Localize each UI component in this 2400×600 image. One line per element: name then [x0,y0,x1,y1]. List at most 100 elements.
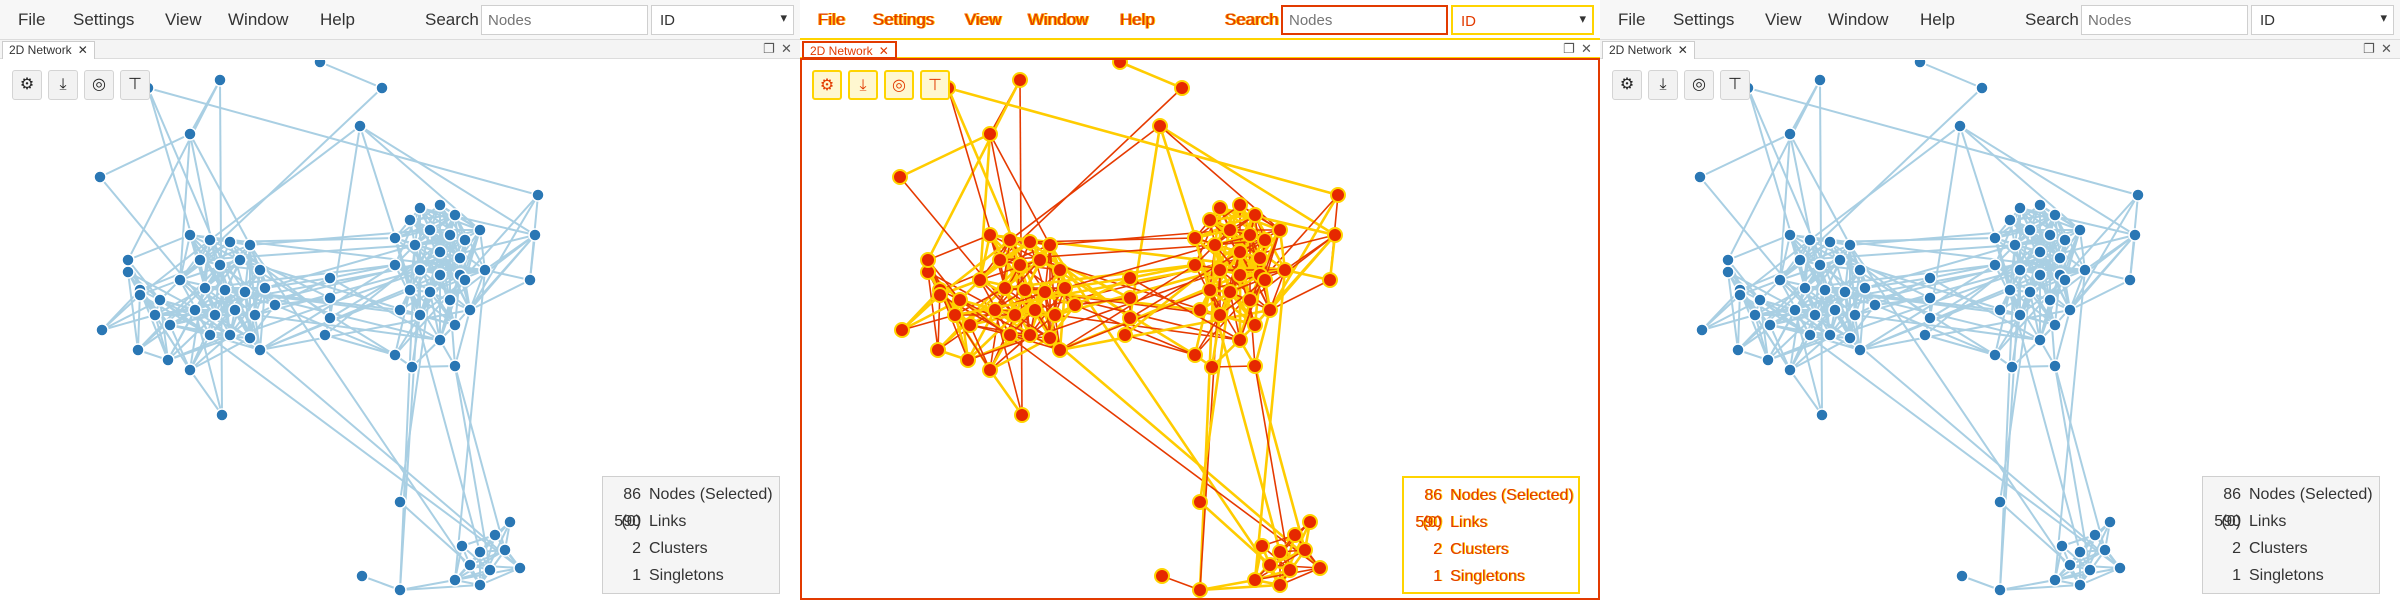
graph-node[interactable] [131,343,145,357]
graph-node[interactable] [1152,118,1168,134]
graph-node[interactable] [1748,308,1762,322]
pin-icon[interactable]: ⊤ [920,70,950,100]
graph-node[interactable] [1953,119,1967,133]
close-icon[interactable]: ✕ [1677,43,1688,57]
graph-node[interactable] [2003,283,2017,297]
search-input[interactable] [2081,5,2248,35]
graph-node[interactable] [503,515,517,529]
graph-node[interactable] [488,528,502,542]
menu-help[interactable]: Help [320,10,355,29]
graph-node[interactable] [2063,558,2077,572]
search-field-select[interactable]: ID▾ [651,5,794,35]
graph-node[interactable] [1793,253,1807,267]
menu-settings[interactable]: Settings [873,10,935,29]
graph-node[interactable] [947,307,963,323]
graph-node[interactable] [1823,328,1837,342]
menu-settings[interactable]: Settings [73,10,135,29]
graph-node[interactable] [2023,285,2037,299]
graph-node[interactable] [1818,283,1832,297]
graph-node[interactable] [1833,253,1847,267]
restore-icon[interactable]: ❐ [2363,41,2375,56]
graph-node[interactable] [173,273,187,287]
graph-node[interactable] [183,127,197,141]
menu-view[interactable]: View [165,10,202,29]
graph-node[interactable] [531,188,545,202]
graph-node[interactable] [2048,573,2062,587]
graph-node[interactable] [1327,227,1343,243]
graph-node[interactable] [1204,359,1220,375]
graph-node[interactable] [1988,258,2002,272]
graph-node[interactable] [2123,273,2137,287]
download-icon[interactable]: ⤓ [1648,70,1678,100]
graph-node[interactable] [1823,235,1837,249]
graph-node[interactable] [413,308,427,322]
menu-window[interactable]: Window [1828,10,1889,29]
graph-node[interactable] [448,573,462,587]
graph-node[interactable] [1032,252,1048,268]
graph-node[interactable] [213,258,227,272]
graph-node[interactable] [1955,569,1969,583]
graph-node[interactable] [932,287,948,303]
pin-icon[interactable]: ⊤ [1720,70,1750,100]
graph-node[interactable] [1993,303,2007,317]
graph-node[interactable] [982,362,998,378]
graph-node[interactable] [513,561,527,575]
graph-node[interactable] [1763,318,1777,332]
graph-node[interactable] [2058,273,2072,287]
graph-node[interactable] [433,245,447,259]
network-graph[interactable] [800,60,1600,600]
close-icon[interactable]: ✕ [2381,41,2392,56]
graph-node[interactable] [2058,233,2072,247]
graph-node[interactable] [1192,494,1208,510]
graph-node[interactable] [433,198,447,212]
graph-node[interactable] [523,273,537,287]
graph-node[interactable] [1232,244,1248,260]
graph-node[interactable] [997,280,1013,296]
graph-node[interactable] [223,235,237,249]
graph-node[interactable] [215,408,229,422]
graph-node[interactable] [1693,170,1707,184]
graph-node[interactable] [1853,343,1867,357]
graph-node[interactable] [423,285,437,299]
settings-gear-icon[interactable]: ⚙ [812,70,842,100]
search-field-select[interactable]: ID▾ [2251,5,2394,35]
graph-node[interactable] [1192,582,1208,598]
graph-node[interactable] [1202,282,1218,298]
graph-node[interactable] [455,539,469,553]
graph-node[interactable] [448,318,462,332]
graph-node[interactable] [253,343,267,357]
graph-node[interactable] [448,208,462,222]
graph-node[interactable] [478,263,492,277]
graph-node[interactable] [223,328,237,342]
graph-node[interactable] [1007,307,1023,323]
graph-node[interactable] [1803,328,1817,342]
graph-node[interactable] [1868,298,1882,312]
graph-node[interactable] [2103,515,2117,529]
graph-node[interactable] [2128,228,2142,242]
menu-view[interactable]: View [1765,10,1802,29]
graph-node[interactable] [1207,237,1223,253]
graph-node[interactable] [1257,272,1273,288]
menu-window[interactable]: Window [1028,10,1089,29]
graph-node[interactable] [1721,265,1735,279]
graph-node[interactable] [1042,237,1058,253]
graph-node[interactable] [2003,213,2017,227]
graph-node[interactable] [1117,327,1133,343]
graph-node[interactable] [213,73,227,87]
target-icon[interactable]: ◎ [84,70,114,100]
graph-node[interactable] [930,342,946,358]
graph-node[interactable] [1247,317,1263,333]
graph-node[interactable] [253,263,267,277]
graph-node[interactable] [403,283,417,297]
graph-node[interactable] [388,231,402,245]
graph-node[interactable] [982,227,998,243]
graph-node[interactable] [1815,408,1829,422]
graph-node[interactable] [1187,257,1203,273]
graph-node[interactable] [388,258,402,272]
graph-node[interactable] [238,285,252,299]
graph-node[interactable] [1733,288,1747,302]
graph-node[interactable] [1848,308,1862,322]
graph-node[interactable] [408,238,422,252]
graph-node[interactable] [473,545,487,559]
graph-node[interactable] [1254,538,1270,554]
